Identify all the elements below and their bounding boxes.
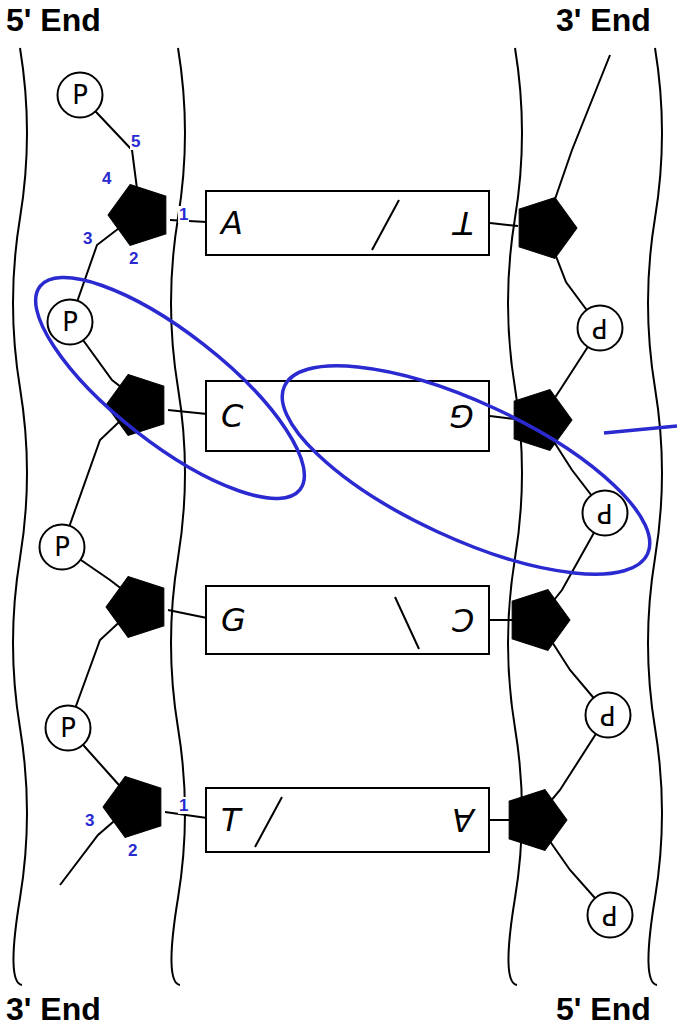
base-letter: G [221,604,246,636]
pair-slash [207,587,492,657]
base-pair-box: GC [205,585,490,655]
carbon-number: 1 [178,797,189,814]
phosphate-label: P [592,315,608,341]
strand-end-label: 3' End [556,4,651,36]
pair-slash [207,192,492,258]
phosphate-circle: P [46,298,94,346]
phosphate-circle: P [38,523,86,571]
phosphate-ring [48,300,93,345]
backbone-line [60,95,207,885]
carbon-number: 3 [82,230,93,247]
sugar-pentagon [96,175,584,854]
base-letter: T [221,804,241,836]
carbon-number: 1 [178,206,189,223]
strand-band [13,48,662,985]
phosphate-ring [583,491,628,536]
phosphate-circle: P [584,691,632,739]
phosphate-ring [40,525,85,570]
carbon-number: 5 [130,133,141,150]
base-letter: G [449,400,474,432]
phosphate-ring [588,893,633,938]
base-letter: C [452,604,474,636]
slash-mark [372,200,399,250]
phosphate-ring [586,693,631,738]
pair-slash [207,789,492,855]
phosphate-label: P [60,715,76,741]
base-pair-box: TA [205,787,490,853]
phosphate-label: P [54,534,70,560]
carbon-number: 2 [128,250,139,267]
phosphate-label: P [62,309,78,335]
backbone-line [490,55,610,915]
nucleotide-ellipse [256,324,676,615]
nucleotide-ellipse [6,243,334,533]
phosphate-circle: P [586,891,634,939]
phosphate-circle: P [44,704,92,752]
base-letter: T [454,207,474,239]
phosphate-label: P [597,500,613,526]
phosphate-circle: P [56,71,104,119]
strand-end-label: 5' End [6,4,101,36]
base-letter: A [221,207,243,239]
base-letter: A [452,804,474,836]
base-pair-box: CG [205,380,490,452]
phosphate-ring [46,706,91,751]
carbon-number: 3 [84,812,95,829]
phosphate-ring [58,73,103,118]
phosphate-ring [578,306,623,351]
strand-end-label: 3' End [6,993,101,1025]
strand-end-label: 5' End [556,993,651,1025]
phosphate-circle: P [576,304,624,352]
slash-mark [395,597,419,649]
phosphate-label: P [72,82,88,108]
base-letter: C [221,400,243,432]
phosphate-label: P [602,902,618,928]
base-pair-box: AT [205,190,490,256]
carbon-number: 4 [101,170,112,187]
phosphate-circle: P [581,489,629,537]
carbon-number: 2 [127,842,138,859]
phosphate-label: P [600,702,616,728]
slash-mark [255,797,282,847]
pointer-line [604,426,677,433]
